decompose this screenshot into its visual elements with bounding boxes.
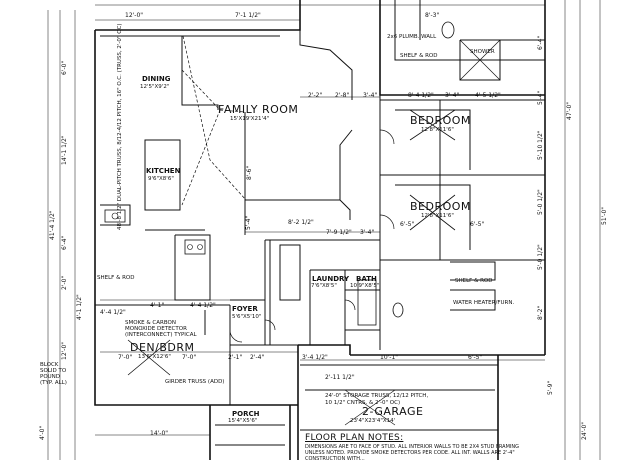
laundry-size: 7'6"X8'5" — [311, 283, 337, 289]
interior-walls — [95, 0, 545, 446]
dim-12-0: 12'-0" — [125, 12, 144, 19]
shelf-rod-2-label: SHELF & ROD — [455, 278, 493, 284]
dim-2-4: 2'-4" — [250, 354, 265, 361]
dim-left-4: 4'-1 1/2" — [76, 294, 83, 320]
smoke-detector-note: SMOKE & CARBON MONOXIDE DETECTOR (INTERC… — [125, 320, 197, 338]
dim-8-6: 8'-6" — [246, 165, 253, 180]
dim-left-2: 6'-4" — [61, 235, 68, 250]
bath-size: 10'9"X8'5" — [350, 283, 380, 289]
block-solid-note: BLOCK SOLID TO POUND (TYP. ALL) — [40, 362, 67, 386]
dim-7-0: 7'-0" — [118, 354, 133, 361]
dim-left-1: 14'-1 1/2" — [61, 135, 68, 165]
dim-right-5: 5'-0 1/2" — [537, 244, 544, 270]
dim-2-1: 2'-1" — [228, 354, 243, 361]
dimension-lines — [47, 0, 601, 460]
dim-left-5: 12'-0" — [61, 341, 68, 360]
dim-2-2: 2'-2" — [308, 92, 323, 99]
dim-14-0: 14'-0" — [150, 430, 169, 437]
dim-right-7: 5'-9" — [547, 380, 554, 395]
dim-4-5: 4'-5 1/2" — [475, 92, 501, 99]
dim-2-8: 2'-8" — [335, 92, 350, 99]
dim-8-2: 8'-2 1/2" — [288, 219, 314, 226]
dim-4-4b: 4'-4 1/2" — [100, 309, 126, 316]
dim-6-5b: 6'-5" — [470, 221, 485, 228]
dim-10-1: 10'-1" — [380, 354, 399, 361]
storage-truss-note-2: 10 1/2" CNTRS. & 2'-0" OC) — [325, 400, 401, 406]
family-room-size: 15'X19'X21'4" — [230, 116, 270, 122]
foyer-label: FOYER — [232, 305, 258, 313]
dim-8-3: 8'-3" — [425, 12, 440, 19]
shower-label: SHOWER — [470, 49, 495, 55]
notes-body: DIMENSIONS ARE TO FACE OF STUD. ALL INTE… — [305, 444, 519, 462]
plumb-wall-label: 2x6 PLUMB. WALL — [387, 34, 437, 40]
dining-size: 12'5"X9'2" — [140, 84, 170, 90]
dim-7-9: 7'-9 1/2" — [326, 229, 352, 236]
dim-6-5: 6'-5" — [400, 221, 415, 228]
dim-right-6: 8'-2" — [537, 305, 544, 320]
girder-truss-note: GIRDER TRUSS (ADD) — [165, 379, 225, 385]
dim-right-8: 24'-0" — [581, 421, 588, 440]
notes-title: FLOOR PLAN NOTES: — [305, 433, 404, 443]
dim-3-4d: 3'-4 1/2" — [302, 354, 328, 361]
truss-note: 48'-8 1/2" DUAL-PITCH TRUSS, 8/12-4/12 P… — [117, 23, 123, 230]
dim-right-2: 5'-4" — [537, 90, 544, 105]
dim-3-4c: 3'-4" — [360, 229, 375, 236]
dim-4-1: 4'-1" — [150, 302, 165, 309]
porch-size: 15'4"X5'6" — [228, 418, 258, 424]
dim-5-4: 5'-4" — [245, 215, 252, 230]
kitchen-label: KITCHEN — [146, 167, 181, 175]
laundry-label: LAUNDRY — [312, 275, 350, 283]
dim-8-4: 8'-4 1/2" — [408, 92, 434, 99]
dim-left-3: 2'-0" — [61, 275, 68, 290]
dim-7-1: 7'-1 1/2" — [235, 12, 261, 19]
garage-size: 23'4"X23'4"X14' — [350, 418, 396, 424]
dim-right-1: 6'-4" — [537, 35, 544, 50]
dim-right-total: 47'-0" — [566, 101, 573, 120]
kitchen-size: 9'6"X8'6" — [148, 176, 174, 182]
foyer-size: 5'6"X5'10" — [232, 314, 262, 320]
bedroom-2-size: 12'8"X11'6" — [421, 213, 454, 219]
shelf-rod-1-label: SHELF & ROD — [400, 53, 438, 59]
dim-left-6: 4'-0" — [39, 425, 46, 440]
water-heater-label: WATER HEATER/FURN. — [453, 300, 515, 306]
dim-3-4b: 3'-4" — [445, 92, 460, 99]
bedroom-1-label: BEDROOM — [410, 114, 471, 127]
shelf-rod-3-label: SHELF & ROD — [97, 275, 135, 281]
dim-6-5c: 6'-5" — [468, 354, 483, 361]
den-size: 13'6"X12'6" — [138, 354, 171, 360]
dim-right-4: 5'-0 1/2" — [537, 189, 544, 215]
bedroom-1-size: 12'8"X11'6" — [421, 127, 454, 133]
fixtures — [104, 21, 455, 326]
bath-label: BATH — [356, 275, 377, 283]
den-label: DEN/BDRM — [130, 341, 195, 354]
dim-7-0b: 7'-0" — [182, 354, 197, 361]
storage-truss-note: 24'-0" STORAGE TRUSS, 12/12 PITCH, — [325, 393, 429, 399]
dim-2-11: 2'-11 1/2" — [325, 374, 355, 381]
porch-label: PORCH — [232, 410, 260, 418]
dining-label: DINING — [142, 75, 171, 83]
dim-4-4: 4'-4 1/2" — [190, 302, 216, 309]
dim-right-3: 5'-10 1/2" — [537, 130, 544, 160]
bedroom-2-label: BEDROOM — [410, 200, 471, 213]
dim-3-4: 3'-4" — [363, 92, 378, 99]
dim-left-total: 41'-4 1/2" — [49, 210, 56, 240]
garage-label: 2-GARAGE — [362, 405, 424, 418]
dim-right-total-2: 51'-0" — [601, 206, 608, 225]
family-room-label: FAMILY ROOM — [218, 103, 299, 116]
dim-top-left: 6'-0" — [61, 60, 68, 75]
